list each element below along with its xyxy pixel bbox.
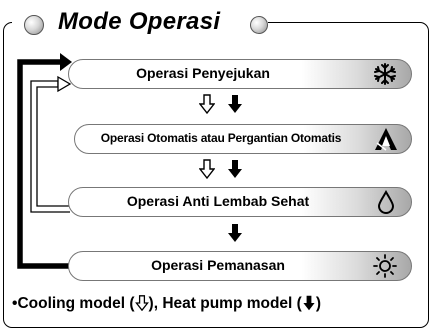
heatpump-down-arrow-icon — [228, 224, 242, 242]
cooling-down-arrow-icon — [199, 159, 215, 179]
mode-label-dry: Operasi Anti Lembab Sehat — [126, 193, 310, 209]
title-bullet-right-icon — [250, 16, 268, 34]
mode-pill-dry: Operasi Anti Lembab Sehat — [68, 187, 412, 217]
model-legend: •Cooling model ( ), Heat pump model ( ) — [12, 295, 321, 313]
sun-icon — [373, 254, 397, 278]
auto-mode-icon — [375, 128, 397, 151]
solid-down-arrow-icon — [303, 295, 315, 311]
cooling-cycle-arrowhead-icon — [57, 75, 72, 93]
legend-bullet: • — [12, 295, 18, 312]
legend-cooling-label: Cooling model ( — [17, 295, 135, 312]
title-row: Mode Operasi — [0, 4, 434, 38]
outline-down-arrow-icon — [134, 295, 149, 312]
title-bullet-left-icon — [24, 15, 44, 35]
legend-separator: ), Heat pump model ( — [148, 295, 302, 312]
heatpump-down-arrow-icon — [228, 95, 242, 113]
mode-label-heating: Operasi Pemanasan — [151, 257, 285, 273]
mode-label-auto: Operasi Otomatis atau Pergantian Otomati… — [100, 131, 342, 145]
mode-label-cooling: Operasi Penyejukan — [136, 65, 270, 81]
cooling-cycle-line — [30, 80, 70, 213]
mode-pill-cooling: Operasi Penyejukan — [68, 59, 412, 89]
cooling-down-arrow-icon — [199, 94, 215, 114]
heatpump-cycle-line — [17, 59, 70, 269]
legend-close: ) — [315, 295, 322, 312]
title-background — [12, 8, 268, 38]
water-drop-icon — [377, 190, 395, 214]
heatpump-down-arrow-icon — [228, 160, 242, 178]
mode-pill-auto: Operasi Otomatis atau Pergantian Otomati… — [74, 124, 412, 154]
mode-pill-heating: Operasi Pemanasan — [68, 251, 412, 281]
heatpump-cycle-arrowhead-icon — [60, 53, 72, 71]
page-title: Mode Operasi — [58, 8, 221, 35]
snowflake-icon — [374, 63, 396, 85]
